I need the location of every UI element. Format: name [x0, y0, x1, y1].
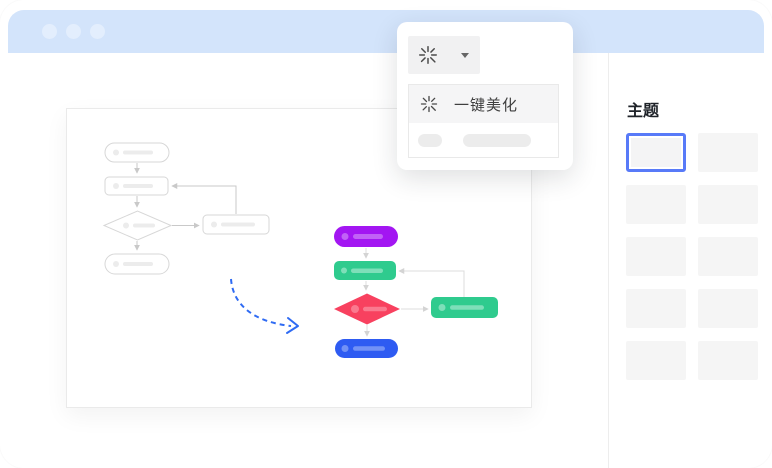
theme-thumbnail-theme-6[interactable] — [698, 237, 758, 276]
menu-item-label: 一键美化 — [454, 96, 519, 114]
theme-thumbnail-theme-2[interactable] — [698, 133, 758, 172]
theme-thumbnail-preview — [631, 138, 681, 167]
window-dot-icon — [66, 24, 81, 39]
skeleton-pill — [463, 133, 531, 147]
chevron-down-icon — [461, 52, 469, 58]
gray-end-node[interactable] — [104, 253, 170, 275]
sidebar-title: 主题 — [627, 103, 660, 120]
beautify-dropdown-menu: 一键美化 — [408, 84, 559, 158]
sidebar-divider — [608, 53, 609, 468]
theme-thumbnail-theme-9[interactable] — [626, 341, 686, 380]
menu-item-one-click-beautify[interactable]: 一键美化 — [409, 85, 558, 123]
beautify-toolbar-button[interactable] — [408, 36, 480, 74]
beautify-popup: 一键美化 — [397, 22, 573, 170]
colored-end-node[interactable] — [335, 339, 398, 358]
gray-start-node[interactable] — [104, 142, 170, 163]
skeleton-pill — [418, 133, 442, 147]
connector — [171, 183, 237, 214]
beautify-burst-icon — [420, 95, 438, 113]
beautify-burst-icon — [419, 46, 437, 64]
gray-side-process-node[interactable] — [202, 214, 270, 235]
gray-decision-node[interactable] — [102, 210, 173, 241]
theme-thumbnail-theme-5[interactable] — [626, 237, 686, 276]
theme-thumbnail-theme-8[interactable] — [698, 289, 758, 328]
theme-grid — [626, 133, 758, 380]
theme-thumbnail-theme-10[interactable] — [698, 341, 758, 380]
flowchart-drawing — [102, 142, 498, 358]
window-dot-icon — [90, 24, 105, 39]
theme-thumbnail-theme-7[interactable] — [626, 289, 686, 328]
theme-thumbnail-theme-1-selected[interactable] — [626, 133, 686, 172]
window-dot-icon — [42, 24, 57, 39]
menu-item-skeleton — [409, 123, 558, 157]
connector — [398, 268, 465, 297]
gray-process-node[interactable] — [104, 176, 169, 196]
gray-flowchart — [102, 142, 270, 275]
theme-thumbnail-theme-3[interactable] — [626, 185, 686, 224]
beautify-transition-arrow-icon — [230, 278, 299, 334]
colored-process-node[interactable] — [334, 261, 396, 280]
window-titlebar — [8, 10, 764, 53]
colored-decision-node[interactable] — [334, 293, 400, 325]
colored-flowchart — [334, 226, 498, 358]
colored-start-node[interactable] — [334, 226, 398, 247]
colored-side-process-node[interactable] — [431, 297, 498, 318]
theme-thumbnail-theme-4[interactable] — [698, 185, 758, 224]
